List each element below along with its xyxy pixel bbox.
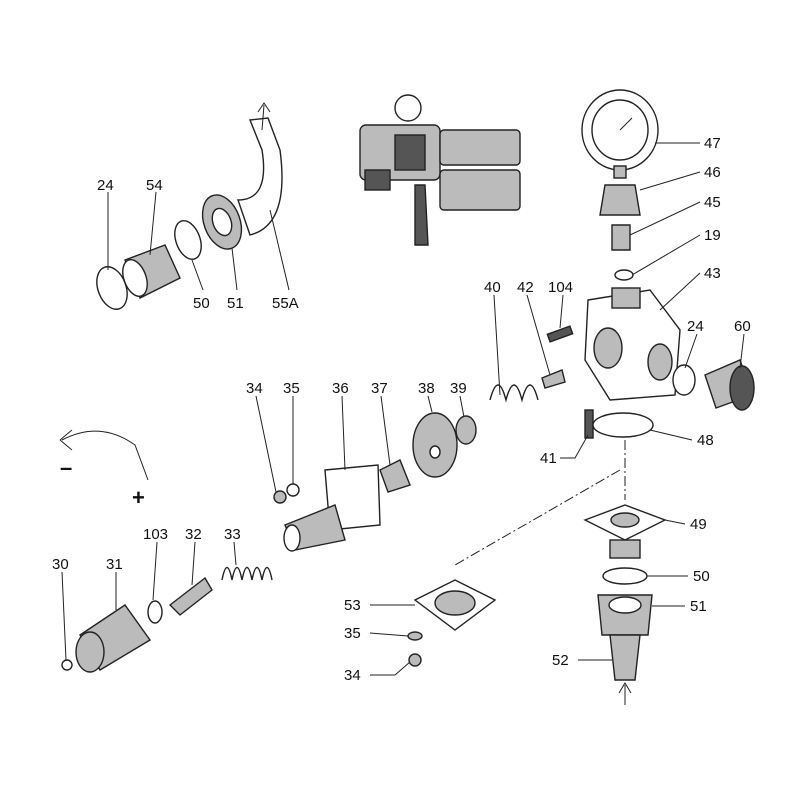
part-39-washer (455, 415, 477, 445)
label-32: 32 (185, 526, 202, 543)
part-38-diaphragm (412, 412, 458, 478)
label-50: 50 (193, 295, 210, 312)
label-19: 19 (704, 227, 721, 244)
label-51-bottom: 51 (690, 598, 707, 615)
label-24-right: 24 (687, 318, 704, 335)
part-labels: 24 54 50 51 55A 47 46 45 19 43 40 42 104… (52, 135, 751, 684)
label-34: 34 (246, 380, 263, 397)
label-45: 45 (704, 194, 721, 211)
part-51-hole (211, 207, 233, 237)
outlet-arrow-icon (257, 102, 271, 131)
part-34-nut-bottom (408, 653, 422, 667)
label-103: 103 (143, 526, 168, 543)
part-46-nut (599, 184, 641, 216)
label-42: 42 (517, 279, 534, 296)
label-35-bottom: 35 (344, 625, 361, 642)
label-39: 39 (450, 380, 467, 397)
part-55A-elbow (237, 117, 283, 236)
part-42-screw (541, 369, 566, 389)
part-54-end (122, 259, 148, 297)
part-34-nut (273, 490, 287, 504)
assembled-unit-illustration (359, 94, 521, 246)
label-43: 43 (704, 265, 721, 282)
gauge-stack (581, 89, 659, 281)
label-41: 41 (540, 450, 557, 467)
part-104-screw (546, 325, 574, 343)
part-41-pin (584, 409, 594, 439)
elbow-assembly (96, 102, 283, 310)
inlet-arrow-icon (618, 682, 632, 705)
part-32-stem (168, 576, 213, 616)
rotation-arrow-icon (61, 430, 149, 481)
part-30-oring (61, 659, 73, 671)
label-31: 31 (106, 556, 123, 573)
part-48-seal (592, 412, 654, 438)
label-60: 60 (734, 318, 751, 335)
label-55A: 55A (272, 295, 299, 312)
label-52: 52 (552, 652, 569, 669)
part-52-hose-tail (609, 634, 641, 681)
label-48: 48 (697, 432, 714, 449)
label-37: 37 (371, 380, 388, 397)
part-24-oring-right (672, 364, 696, 396)
label-30: 30 (52, 556, 69, 573)
part-45-fitting (611, 224, 631, 251)
label-36: 36 (332, 380, 349, 397)
plus-symbol: + (132, 485, 145, 510)
part-33-spring (221, 566, 273, 581)
label-40: 40 (484, 279, 501, 296)
inlet-assembly (407, 440, 667, 705)
part-40-spring (489, 384, 539, 403)
part-35-washer-bottom (407, 631, 423, 641)
label-50-bottom: 50 (693, 568, 710, 585)
label-38: 38 (418, 380, 435, 397)
label-34-bottom: 34 (344, 667, 361, 684)
label-35: 35 (283, 380, 300, 397)
label-54: 54 (146, 177, 163, 194)
label-33: 33 (224, 526, 241, 543)
minus-symbol: – (60, 455, 72, 480)
label-53: 53 (344, 597, 361, 614)
label-46: 46 (704, 164, 721, 181)
label-104: 104 (548, 279, 573, 296)
part-19-oring (614, 269, 634, 281)
label-24: 24 (97, 177, 114, 194)
part-50-oring (174, 220, 202, 260)
part-103-oring (147, 600, 163, 624)
leader-lines (61, 142, 745, 676)
valve-row (59, 369, 566, 673)
part-37-piston (379, 459, 411, 493)
part-35-washer (286, 483, 300, 497)
regulator-body (546, 287, 755, 439)
part-50-oring-bottom (602, 567, 648, 585)
label-47: 47 (704, 135, 721, 152)
label-51: 51 (227, 295, 244, 312)
label-49: 49 (690, 516, 707, 533)
